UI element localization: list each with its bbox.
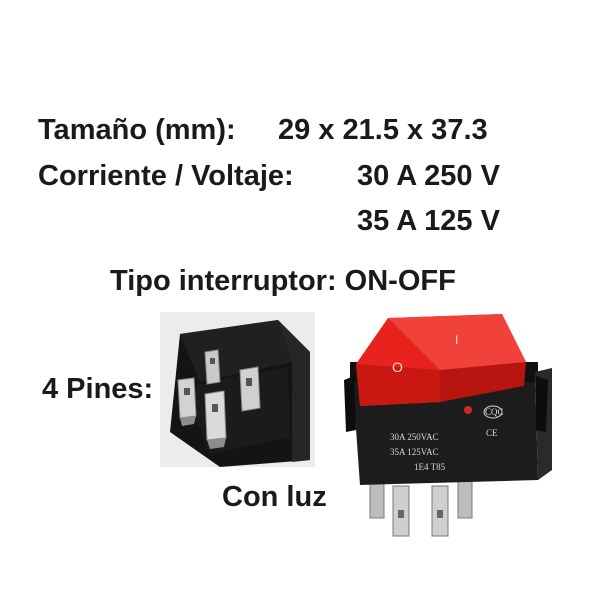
on-symbol: I xyxy=(455,333,458,347)
rating-value-1: 30 A 250 V xyxy=(357,160,500,192)
pins-photo xyxy=(160,312,315,467)
ce-mark: CE xyxy=(486,428,498,438)
cqc-mark-icon xyxy=(483,405,503,419)
pin-terminals xyxy=(177,349,261,449)
size-label: Tamaño (mm): xyxy=(38,114,236,146)
marking-line-2: 35A 125VAC xyxy=(390,447,439,457)
cqc-label: CQC xyxy=(485,407,504,417)
marking-line-3: 1E4 T85 xyxy=(414,462,446,472)
current-voltage-label: Corriente / Voltaje: xyxy=(38,160,294,192)
size-value: 29 x 21.5 x 37.3 xyxy=(278,114,488,146)
light-label: Con luz xyxy=(222,481,327,513)
rocker-switch-image: O I 30A 250VAC 35A 125VAC 1E4 T85 CQC CE xyxy=(344,314,552,537)
red-rocker xyxy=(356,314,526,406)
switch-terminals xyxy=(369,477,473,537)
pins-closeup-image xyxy=(160,312,315,467)
marking-line-1: 30A 250VAC xyxy=(390,432,439,442)
switch-type-label: Tipo interruptor: ON-OFF xyxy=(110,265,456,297)
rating-value-2: 35 A 125 V xyxy=(357,205,500,237)
indicator-dot xyxy=(464,406,472,414)
rocker-switch-photo: O I 30A 250VAC 35A 125VAC 1E4 T85 CQC CE xyxy=(330,310,560,550)
pins-label: 4 Pines: xyxy=(42,373,154,405)
off-symbol: O xyxy=(392,359,403,375)
